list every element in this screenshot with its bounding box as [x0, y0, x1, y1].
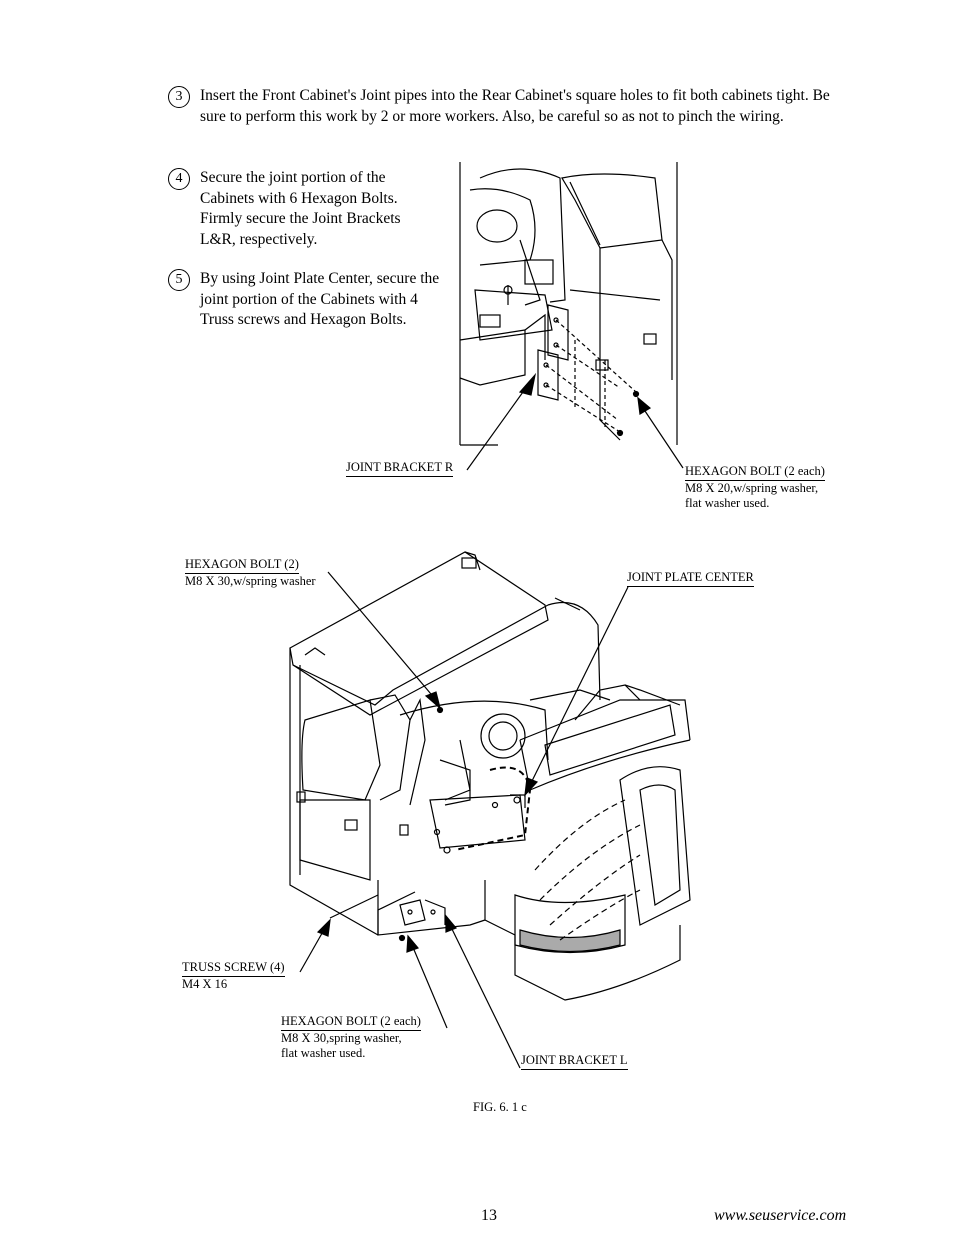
label-joint-plate-center: JOINT PLATE CENTER	[627, 570, 754, 587]
label-spec: M4 X 16	[182, 977, 228, 991]
top-figure	[459, 162, 684, 471]
label-heading: JOINT PLATE CENTER	[627, 570, 754, 587]
step-text: By using Joint Plate Center, secure the …	[200, 270, 440, 328]
label-spec: flat washer used.	[685, 496, 770, 510]
label-truss-screw: TRUSS SCREW (4) M4 X 16	[182, 960, 285, 992]
label-joint-bracket-r: JOINT BRACKET R	[346, 460, 454, 477]
label-heading: JOINT BRACKET L	[521, 1053, 628, 1070]
website-link[interactable]: www.seuservice.com	[714, 1207, 847, 1224]
label-heading: HEXAGON BOLT (2)	[185, 557, 299, 574]
label-heading: HEXAGON BOLT (2 each)	[685, 464, 825, 481]
label-heading: JOINT BRACKET R	[346, 460, 454, 477]
step-number: 5	[168, 269, 190, 291]
step-text: Insert the Front Cabinet's Joint pipes i…	[200, 87, 830, 125]
step-text: Secure the joint portion of the Cabinets…	[200, 169, 401, 248]
page-number: 13	[481, 1207, 497, 1224]
label-spec: M8 X 30,spring washer,	[281, 1031, 402, 1045]
figure-caption: FIG. 6. 1 c	[473, 1100, 527, 1114]
step-number: 4	[168, 168, 190, 190]
label-spec: M8 X 30,w/spring washer	[185, 574, 316, 588]
label-spec: M8 X 20,w/spring washer,	[685, 481, 819, 495]
label-joint-bracket-l: JOINT BRACKET L	[521, 1053, 628, 1070]
label-spec: flat washer used.	[281, 1046, 366, 1060]
label-heading: HEXAGON BOLT (2 each)	[281, 1014, 421, 1031]
label-hexagon-bolt-bottom: HEXAGON BOLT (2 each) M8 X 30,spring was…	[281, 1014, 421, 1061]
label-hexagon-bolt-2: HEXAGON BOLT (2) M8 X 30,w/spring washer	[185, 557, 316, 589]
step-number: 3	[168, 86, 190, 108]
label-heading: TRUSS SCREW (4)	[182, 960, 285, 977]
bottom-figure	[289, 551, 691, 1069]
label-hexagon-bolt-top: HEXAGON BOLT (2 each) M8 X 20,w/spring w…	[685, 464, 825, 511]
